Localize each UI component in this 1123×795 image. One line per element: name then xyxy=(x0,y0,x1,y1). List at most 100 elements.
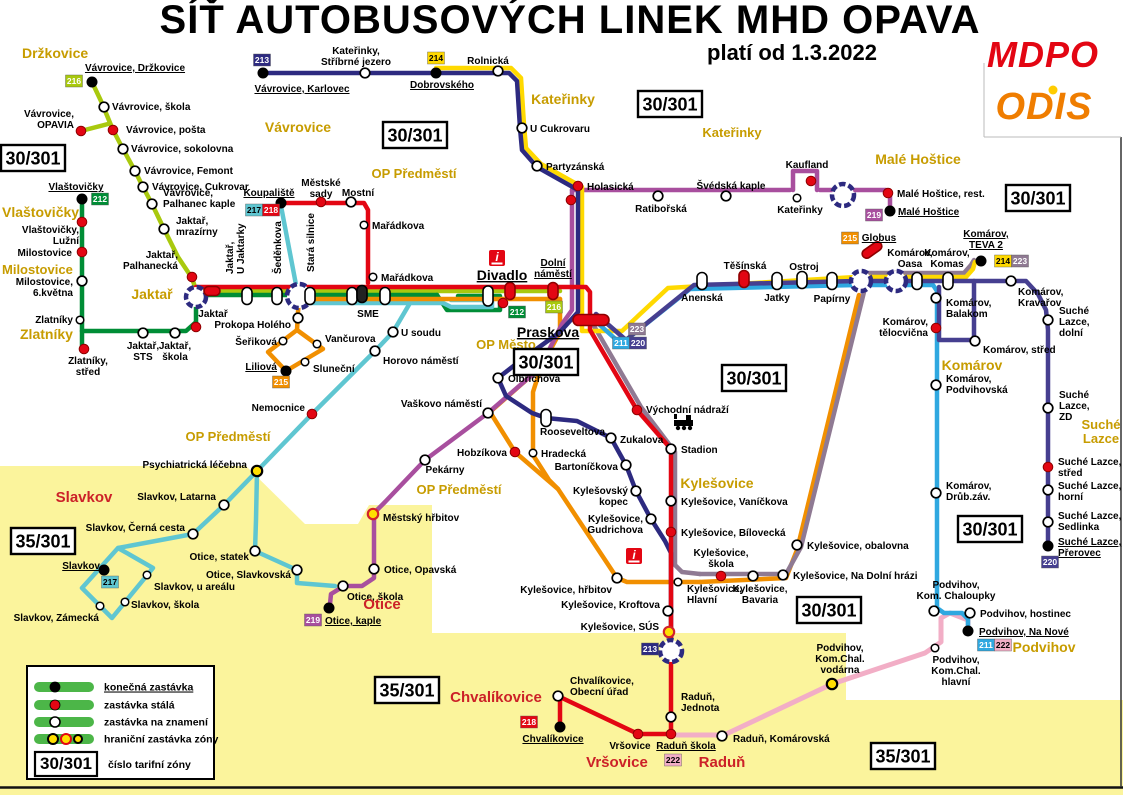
label-line: Kylešovice, xyxy=(732,584,787,595)
label-line: Milostovice, xyxy=(16,277,73,288)
label-line: 211 xyxy=(979,640,993,650)
bus-line-223 xyxy=(697,289,867,577)
label-line: Vávrovice, škola xyxy=(112,102,191,113)
stop-on-request xyxy=(1042,516,1054,528)
label-line: Otice, Slavkovská xyxy=(206,570,291,581)
stop-on-request xyxy=(158,223,170,235)
stop-label: Rolnická xyxy=(467,56,509,67)
stop-on-request xyxy=(1042,484,1054,496)
line-badge-text: 220 xyxy=(1043,557,1057,567)
stop-label: Hobzíkova xyxy=(457,448,507,459)
label-line: Raduň, Komárovská xyxy=(733,734,830,745)
stop-label: Olbrichova xyxy=(508,374,561,385)
stop-capsule xyxy=(826,271,838,291)
stop-on-request xyxy=(369,345,381,357)
stop-zone-boundary xyxy=(825,677,839,691)
label-line: Suché xyxy=(1059,390,1089,401)
label-line: Raduň, xyxy=(681,692,715,703)
train-icon-body xyxy=(674,415,693,426)
stop-on-request xyxy=(291,564,303,576)
stop-regular xyxy=(882,187,894,199)
line-badge-213 xyxy=(253,53,271,67)
zone-number: 30/301 xyxy=(387,126,442,146)
label-line: Kylešovice, Kroftova xyxy=(561,600,660,611)
label-line: 214 xyxy=(996,256,1010,266)
stop-regular xyxy=(805,175,817,187)
stop-label: Těšínská xyxy=(724,261,767,272)
stop-regular xyxy=(631,404,643,416)
line-badge-text: 222 xyxy=(996,640,1010,650)
stop-label: Komárov,Drůb.záv. xyxy=(946,481,992,503)
label-line: 30/301 xyxy=(801,601,856,621)
stop-label: Stará silnice xyxy=(306,213,317,272)
label-line: Papírny xyxy=(814,294,851,305)
zone-number: 30/301 xyxy=(726,369,781,389)
label-line: Vršovice xyxy=(586,754,648,771)
label-line: 30/301 xyxy=(1010,189,1065,209)
stop-on-request xyxy=(117,143,129,155)
stop-regular xyxy=(306,408,318,420)
district-label: Kylešovice xyxy=(680,475,753,491)
label-line: Slavkov, Černá cesta xyxy=(86,521,186,534)
legend-line-sample xyxy=(34,682,94,692)
line-badge-text: 215 xyxy=(843,233,857,243)
legend-line-sample xyxy=(34,717,94,727)
stop-label: Vaškovo náměstí xyxy=(401,399,483,410)
label-line: Vávrovice, pošta xyxy=(126,125,206,136)
label-line: 30/301 xyxy=(962,520,1017,540)
stop-half xyxy=(312,339,322,349)
zone-number: 30/301 xyxy=(962,520,1017,540)
label-line: 222 xyxy=(666,755,680,765)
stop-on-request xyxy=(218,499,230,511)
stop-on-request xyxy=(777,569,789,581)
label-line: Hlavní xyxy=(687,595,718,606)
stop-on-request xyxy=(928,605,940,617)
line-badge-text: 213 xyxy=(255,55,269,65)
stop-half xyxy=(142,570,152,580)
label-line: Vávrovice, Držkovice xyxy=(85,63,185,74)
stop-on-request xyxy=(492,65,504,77)
stop-label: Vávrovice, škola xyxy=(112,102,191,113)
legend-stop-sample xyxy=(49,699,61,711)
stop-label: Milostovice,6.května xyxy=(16,277,74,299)
legend-boundary-sample xyxy=(47,733,59,745)
line-badge-text: 220 xyxy=(631,338,645,348)
label-line: Zukalova xyxy=(620,435,664,446)
label-line: Bavaria xyxy=(742,595,779,606)
label-line: Kateřinky xyxy=(531,91,595,107)
stop-regular xyxy=(107,124,119,136)
stop-label: Pekárny xyxy=(426,465,465,476)
stop-regular xyxy=(1042,461,1054,473)
label-line: MDPO xyxy=(987,34,1099,75)
label-line: 215 xyxy=(274,377,288,387)
stop-label: Otice, kaple xyxy=(325,616,382,627)
mdpo-logo: MDPO xyxy=(987,34,1099,75)
stop-on-request xyxy=(516,122,528,134)
label-line: Komárov, střed xyxy=(983,345,1056,356)
zone-number-box xyxy=(381,120,449,150)
stop-on-request xyxy=(129,165,141,177)
stop-label: Prokopa Holého xyxy=(214,320,291,331)
label-line: 217 xyxy=(247,205,261,215)
stop-regular xyxy=(76,246,88,258)
stop-on-request xyxy=(930,487,942,499)
label-line: zastávka stálá xyxy=(104,700,175,712)
stop-label: Zlatníky xyxy=(35,315,73,326)
label-line: platí od 1.3.2022 xyxy=(707,40,877,65)
label-line: Bartoníčkova xyxy=(555,462,619,473)
stop-label: Vlaštovičky,Lužní xyxy=(22,225,80,247)
legend-label: zastávka stálá xyxy=(104,700,175,712)
line-badge-222 xyxy=(994,638,1012,652)
label-line: Suché Lazce, xyxy=(1058,457,1122,468)
label-line: U Cukrovaru xyxy=(530,124,590,135)
label-line: 212 xyxy=(510,307,524,317)
stop-label: Malé Hoštice xyxy=(898,207,960,218)
label-line: Jaktař, xyxy=(146,250,178,261)
stop-label: Papírny xyxy=(814,294,851,305)
stop-regular xyxy=(78,343,90,355)
district-label: Milostovice xyxy=(2,262,73,277)
label-line: škola xyxy=(162,352,188,363)
stop-half xyxy=(930,643,940,653)
stop-on-request xyxy=(645,513,657,525)
